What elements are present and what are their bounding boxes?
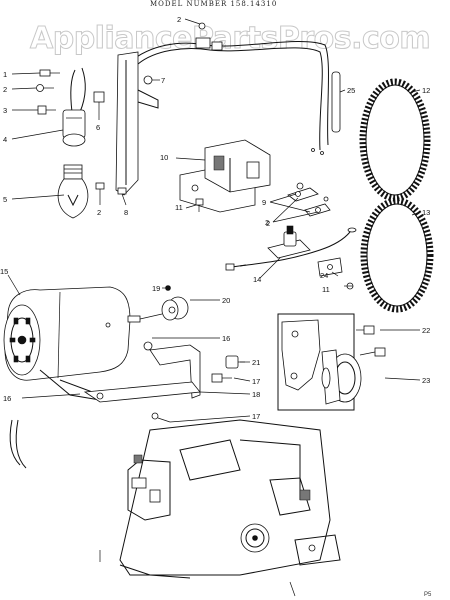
terminal-screws (287, 182, 331, 217)
rod-25 (331, 71, 341, 133)
speed-control (225, 225, 357, 271)
screw-3 (37, 105, 56, 115)
callout: 18 (252, 390, 260, 399)
motor-cord (9, 419, 21, 466)
callout: 13 (422, 208, 430, 217)
wire-clip (211, 41, 223, 51)
callout: 15 (0, 267, 8, 276)
motor (3, 286, 141, 401)
callout: 10 (160, 153, 168, 162)
callout: 7 (161, 76, 165, 85)
callout: 2 (177, 15, 181, 24)
handwheel-assembly-frame (277, 313, 355, 411)
callout: 9 (262, 198, 266, 207)
bracket-24 (317, 257, 354, 290)
machine-base (99, 419, 341, 597)
wire-cable (137, 47, 323, 151)
leader-lines (7, 18, 421, 423)
callout: 2 (97, 208, 101, 217)
lamp-bracket-assembly (36, 22, 329, 219)
bracket-tab (137, 89, 159, 109)
socket-wire (79, 67, 86, 113)
model-number-label: MODEL NUMBER 158.14310 (150, 0, 277, 8)
callout: 21 (252, 358, 260, 367)
callout: 3 (3, 106, 7, 115)
callout: 11 (175, 203, 183, 212)
motor-pulley (139, 285, 189, 321)
motor-bracket (83, 344, 245, 403)
screw-11 (195, 198, 204, 212)
socket-wire (70, 69, 76, 113)
callout: 19 (152, 284, 160, 293)
callout: 17 (252, 412, 260, 421)
callout: 17 (252, 377, 260, 386)
clip-6 (93, 91, 105, 103)
callout: 23 (422, 376, 430, 385)
handwheel-assembly (281, 319, 362, 405)
drive-belt-small (360, 197, 434, 313)
light-bulb (57, 164, 89, 219)
wire-cable (129, 40, 329, 146)
callout: 2 (3, 85, 7, 94)
page-reference: P5 (424, 592, 432, 598)
screw-23 (359, 347, 386, 357)
callout: 4 (3, 135, 7, 144)
callout: 2 (266, 219, 270, 228)
screw-1 (39, 69, 60, 77)
callout: 14 (253, 275, 261, 284)
callout: 6 (96, 123, 100, 132)
screw-bracket (117, 187, 127, 206)
screw-17 (151, 412, 171, 423)
washer-16 (143, 341, 153, 351)
callout: 8 (124, 208, 128, 217)
callout: 20 (222, 296, 230, 305)
motor-cord (15, 419, 27, 469)
wire-clip (195, 37, 211, 49)
lamp-socket (62, 109, 86, 147)
terminal-block (179, 139, 271, 213)
callout: 25 (347, 86, 355, 95)
nut-7 (143, 75, 153, 85)
callout: 16 (3, 394, 11, 403)
callout: 5 (3, 195, 7, 204)
callout: 22 (422, 326, 430, 335)
callout: 16 (222, 334, 230, 343)
callout: 24 (320, 271, 328, 280)
callout: 2 (265, 218, 269, 227)
lamp-bracket (115, 51, 139, 196)
screw-part (198, 22, 206, 30)
callout: 1 (3, 70, 7, 79)
screw-2 (36, 84, 54, 92)
callout: 11 (322, 285, 330, 294)
callout-labels: 2 1 2 3 4 6 7 8 2 5 10 11 9 2 25 12 13 2… (0, 15, 430, 421)
callout: 12 (422, 86, 430, 95)
screw-22 (356, 325, 375, 335)
screw-bottom (95, 182, 105, 205)
wire-end (311, 148, 315, 152)
wire-end (320, 151, 324, 155)
drive-belt-large (359, 78, 431, 202)
